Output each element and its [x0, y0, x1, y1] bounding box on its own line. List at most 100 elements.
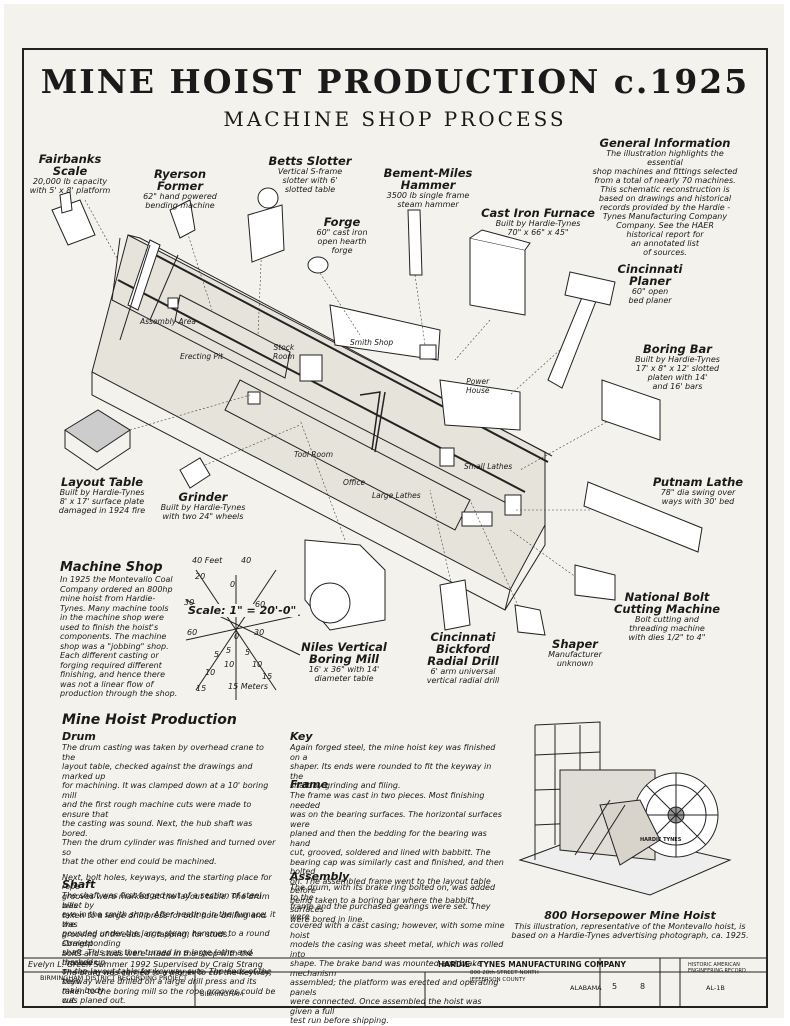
production-heading: Mine Hoist Production	[62, 712, 237, 728]
zone-stock-room: Stock Room	[273, 343, 295, 361]
zone-small-lathes: Small Lathes	[464, 462, 513, 471]
general-info-heading: General Information	[599, 136, 731, 150]
label-boring-bar: Boring Bar Built by Hardie-Tynes 17' x 8…	[635, 342, 720, 391]
hoist-heading: 800 Horsepower Mine Hoist	[544, 909, 716, 922]
label-national-bolt: National Bolt Cutting Machine Bolt cutti…	[613, 590, 721, 642]
scale-tick: 10	[252, 660, 263, 669]
scale-tick: 30	[184, 598, 195, 607]
sheet-number: 5	[612, 982, 618, 991]
drum-heading: Drum	[62, 730, 96, 743]
label-shaper: Shaper Manufacturer unknown	[548, 637, 602, 668]
zone-large-lathes: Large Lathes	[372, 491, 421, 500]
mine-hoist-illustration	[518, 721, 732, 896]
scale-tick: 0	[230, 580, 236, 589]
credit-line: Evelyn L. Green Summer 1992 Supervised b…	[28, 960, 263, 969]
drum-text: The drum casting was taken by overhead c…	[62, 743, 276, 866]
zone-power-house: Power House	[466, 377, 490, 395]
hammer-sketch	[407, 209, 423, 276]
hoist-plate: HARDIE TYNES	[640, 837, 682, 843]
sheet-total: 8	[640, 982, 646, 991]
furnace-sketch	[469, 237, 526, 316]
frame-heading: Frame	[290, 778, 329, 791]
shaft-section: Shaft The shaft was first forged out of …	[62, 878, 277, 1005]
general-info-text: The illustration highlights the essentia…	[592, 149, 738, 257]
label-putnam-lathe: Putnam Lathe 78" dia swing over ways wit…	[652, 475, 744, 506]
key-text: Again forged steel, the mine hoist key w…	[290, 743, 496, 790]
label-layout-table: Layout Table Built by Hardie-Tynes 8' x …	[58, 475, 146, 515]
label-radial-drill: Cincinnati Bickford Radial Drill 6' arm …	[426, 630, 500, 685]
assembly-heading: Assembly	[290, 870, 350, 883]
hoist-caption-block: 800 Horsepower Mine Hoist This illustrat…	[510, 909, 750, 941]
label-forge: Forge 60" cast iron open hearth forge	[316, 215, 368, 255]
shaft-heading: Shaft	[62, 878, 96, 891]
page-subtitle: MACHINE SHOP PROCESS	[223, 107, 567, 131]
shaft-text: The shaft was first forged out of a sect…	[62, 891, 276, 1005]
machine-desc: 20,000 lb capacity with 5' x 8' platform	[29, 177, 111, 195]
scale-tick: 20	[195, 572, 206, 581]
scale-tick: 40	[241, 556, 252, 565]
sheet-border	[22, 48, 768, 1008]
scale-tick: 60	[187, 628, 198, 637]
scale-tick: 60	[255, 600, 266, 609]
drum-section: Drum The drum casting was taken by overh…	[62, 730, 277, 1006]
recording-project: BIRMINGHAM DISTRICT RECORDING PROJECT	[40, 974, 188, 982]
label-betts-slotter: Betts Slotter Vertical S-frame slotter w…	[268, 154, 352, 194]
label-niles-boring-mill: Niles Vertical Boring Mill 16' x 36" wit…	[301, 640, 387, 683]
betts-slotter-sketch	[247, 204, 285, 263]
putnam-lathe-sketch	[583, 481, 703, 553]
zone-office: Office	[343, 478, 366, 487]
assembly-text: The drum, with its brake ring bolted on,…	[290, 883, 505, 1025]
forge-sketch	[307, 256, 329, 274]
scale-tick: 15	[196, 684, 207, 693]
label-grinder: Grinder Built by Hardie-Tynes with two 2…	[160, 490, 246, 521]
scale-tick: 0	[234, 632, 240, 641]
page-title: MINE HOIST PRODUCTION c.1925	[40, 62, 750, 101]
scale-tick: 30	[254, 628, 265, 637]
key-section: Key Again forged steel, the mine hoist k…	[290, 730, 505, 791]
planer-sketch	[547, 289, 599, 389]
scale-tick: 15	[262, 672, 273, 681]
scale-tick: 10	[205, 668, 216, 677]
machine-shop-text: In 1925 the Montevallo Coal Company orde…	[60, 575, 178, 698]
zone-erecting-pit: Erecting Pit	[180, 352, 224, 361]
company-name: HARDIE - TYNES MANUFACTURING COMPANY	[438, 960, 626, 969]
hoist-caption: This illustration, representative of the…	[511, 922, 749, 940]
frame-text: The frame was cast in two pieces. Most f…	[290, 791, 504, 924]
scale-tick: 5	[245, 648, 251, 657]
grinder-sketch	[179, 457, 211, 489]
general-information: General Information The illustration hig…	[590, 137, 740, 257]
city-label: BIRMINGHAM	[200, 990, 244, 998]
label-cincinnati-planer: Cincinnati Planer 60" open bed planer	[617, 262, 683, 305]
state-label: ALABAMA	[570, 984, 602, 992]
machine-shop-heading: Machine Shop	[60, 560, 163, 575]
fairbanks-scale-sketch	[51, 199, 96, 246]
haer-number: AL-1B	[706, 984, 725, 992]
layout-table-sketch	[64, 409, 131, 453]
key-heading: Key	[290, 730, 313, 743]
stock-room-machine	[299, 354, 323, 382]
zone-smith-shop: Smith Shop	[350, 338, 394, 347]
haer-label: HISTORIC AMERICAN ENGINEERING RECORD	[688, 962, 746, 974]
zone-assembly-area: Assembly Area	[140, 317, 196, 326]
machine-shop-section: Machine Shop In 1925 the Montevallo Coal…	[60, 560, 200, 699]
national-bolt-sketch	[574, 564, 616, 601]
scale-feet-label: 40 Feet	[192, 556, 223, 565]
drum-text-2: Next, bolt holes, keyways, and the start…	[62, 872, 276, 1006]
label-bement-miles-hammer: Bement-Miles Hammer 3500 lb single frame…	[383, 166, 473, 209]
label-cast-iron-furnace: Cast Iron Furnace Built by Hardie-Tynes …	[481, 206, 595, 237]
scale-meters-label: 15 Meters	[228, 682, 269, 691]
label-ryerson-former: Ryerson Former 62" hand powered bending …	[143, 167, 217, 210]
scale-tick: 5	[214, 650, 220, 659]
scale-label: Scale: 1" = 20'-0"	[186, 604, 299, 617]
zone-tool-room: Tool Room	[294, 450, 333, 459]
scale-tick: 10	[224, 660, 235, 669]
radial-drill-sketch	[439, 579, 471, 631]
assembly-section: Assembly The drum, with its brake ring b…	[290, 870, 505, 1026]
boring-bar-sketch	[601, 379, 661, 441]
label-fairbanks-scale: Fairbanks Scale 20,000 lb capacity with …	[28, 153, 112, 195]
company-county: JEFFERSON COUNTY	[470, 977, 526, 983]
company-address: 800 28th STREET NORTH	[470, 970, 539, 976]
ryerson-former-sketch	[169, 199, 196, 239]
shaper-sketch	[514, 604, 546, 636]
frame-section: Frame The frame was cast in two pieces. …	[290, 778, 505, 924]
